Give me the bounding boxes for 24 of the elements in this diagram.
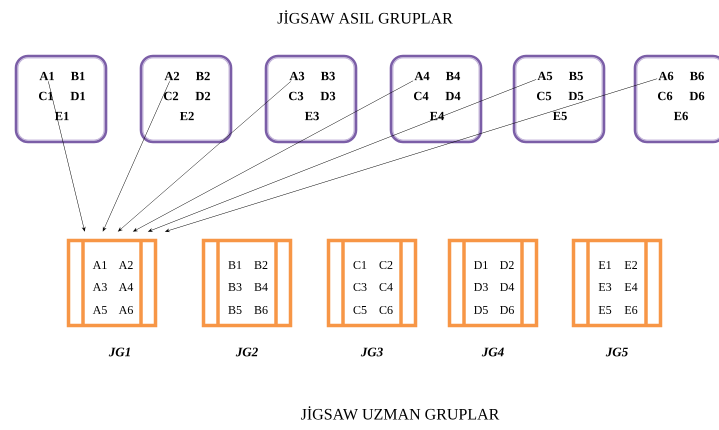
arrow — [148, 79, 536, 232]
member-label: A4 — [414, 72, 430, 80]
group-box: C1 C2 C3 C4 C5 C6 — [326, 238, 418, 328]
group-label: JG5 — [606, 348, 628, 356]
member-label: A3 — [290, 72, 304, 80]
group-label: JG4 — [482, 348, 504, 356]
group-box: E1 E2 E3 E4 E5 E6 — [572, 238, 662, 328]
arrow — [165, 78, 658, 232]
group-box: D1 D2 D3 D4 D5 D6 — [448, 238, 538, 328]
group-box: A1 A2 A3 A4 A5 A6 — [66, 238, 158, 328]
member-label: A2 — [164, 72, 180, 80]
group-label: JG2 — [236, 348, 258, 356]
member-label: A1 — [40, 72, 54, 80]
arrow — [102, 81, 170, 232]
member-label: A5 — [538, 72, 552, 80]
group-label: JG1 — [108, 348, 130, 356]
caption: JİGSAW UZMAN GRUPLAR — [300, 406, 500, 420]
arrow — [118, 81, 292, 232]
arrow — [48, 81, 86, 232]
member-label: A6 — [658, 72, 674, 80]
arrow — [133, 80, 414, 232]
group-box: B1 B2 B3 B4 B5 B6 — [202, 238, 292, 328]
title: JİGSAW ASIL GRUPLAR — [278, 10, 453, 24]
group-label: JG3 — [360, 348, 383, 356]
